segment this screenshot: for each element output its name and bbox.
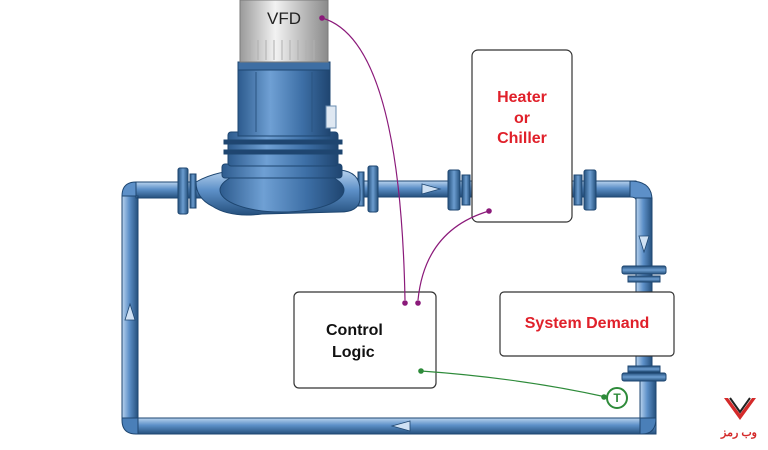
vfd-unit: [239, 0, 329, 63]
terminal-control-1: [402, 300, 408, 306]
motor: [237, 61, 337, 137]
terminal-vfd: [319, 15, 325, 21]
terminal-control-3: [418, 368, 424, 374]
wire-heater-to-control: [417, 210, 490, 301]
control-label-line1: Control: [326, 322, 383, 339]
terminal-heater: [486, 208, 492, 214]
wire-terminals: [319, 15, 607, 400]
webramz-logo: [724, 397, 756, 420]
motor-junction-box: [325, 105, 337, 129]
heater-label-line1: Heater: [497, 89, 547, 106]
logo-text: وب رمز: [721, 426, 757, 439]
temperature-sensor: [606, 387, 628, 409]
flow-arrow-top: [421, 183, 442, 195]
signal-wires: [321, 17, 607, 398]
flow-arrow-right: [638, 235, 650, 254]
system-demand-box: [499, 291, 675, 357]
flow-arrow-left: [124, 302, 136, 321]
flow-arrows: [124, 183, 650, 432]
wire-sensor-to-control: [420, 370, 607, 398]
control-logic-box: [293, 291, 437, 389]
terminal-sensor: [601, 394, 607, 400]
control-label-line2: Logic: [332, 344, 375, 361]
system-demand-label: System Demand: [524, 315, 650, 332]
heater-chiller-box: [471, 49, 573, 223]
pump: [195, 131, 361, 216]
flow-arrow-bottom: [390, 420, 411, 432]
terminal-control-2: [415, 300, 421, 306]
vfd-label: VFD: [267, 9, 301, 28]
heater-label-line2: or: [514, 110, 530, 127]
wire-vfd-to-control: [321, 17, 406, 301]
temperature-sensor-label: T: [613, 391, 621, 405]
heater-label-line3: Chiller: [497, 130, 547, 147]
pipe-flanges: [177, 165, 667, 382]
